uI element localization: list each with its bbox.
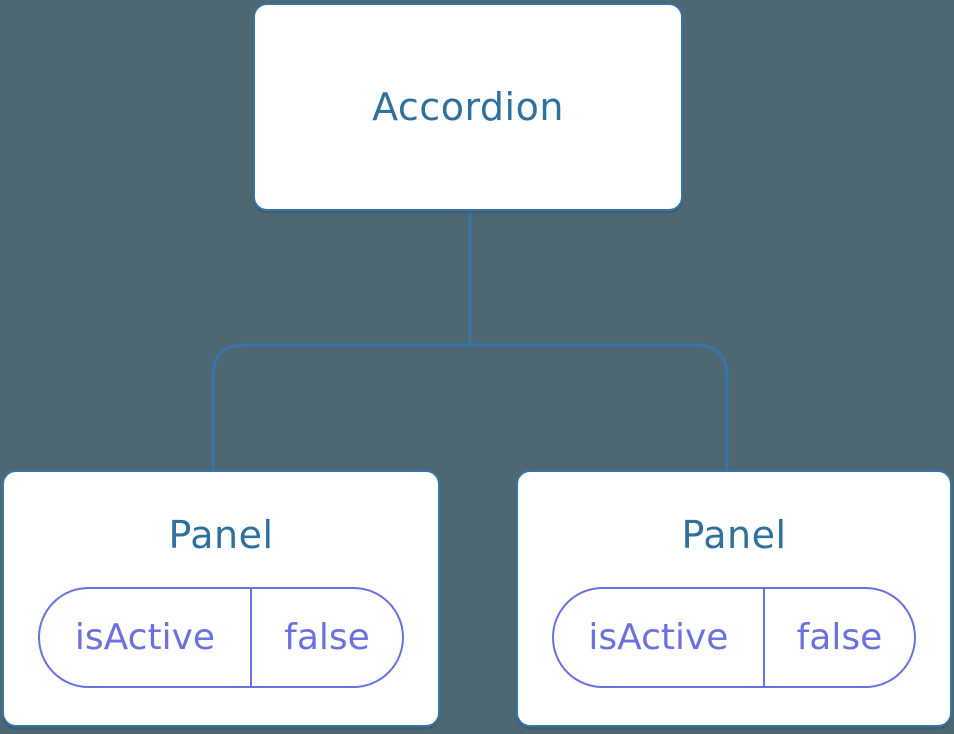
state-value-label: false [249,589,402,686]
node-panel-right: Panel isActive false [516,470,952,727]
accordion-node-label: Accordion [372,85,564,129]
panel-node-label: Panel [168,513,274,557]
node-panel-left: Panel isActive false [2,470,440,727]
state-pill: isActive false [552,587,916,688]
state-key-label: isActive [588,617,729,658]
node-accordion: Accordion [253,3,683,211]
state-value-label: false [762,589,914,686]
connector-branch [211,343,729,472]
state-key-label: isActive [74,617,216,658]
panel-node-label: Panel [681,513,787,557]
state-pill: isActive false [38,587,404,688]
